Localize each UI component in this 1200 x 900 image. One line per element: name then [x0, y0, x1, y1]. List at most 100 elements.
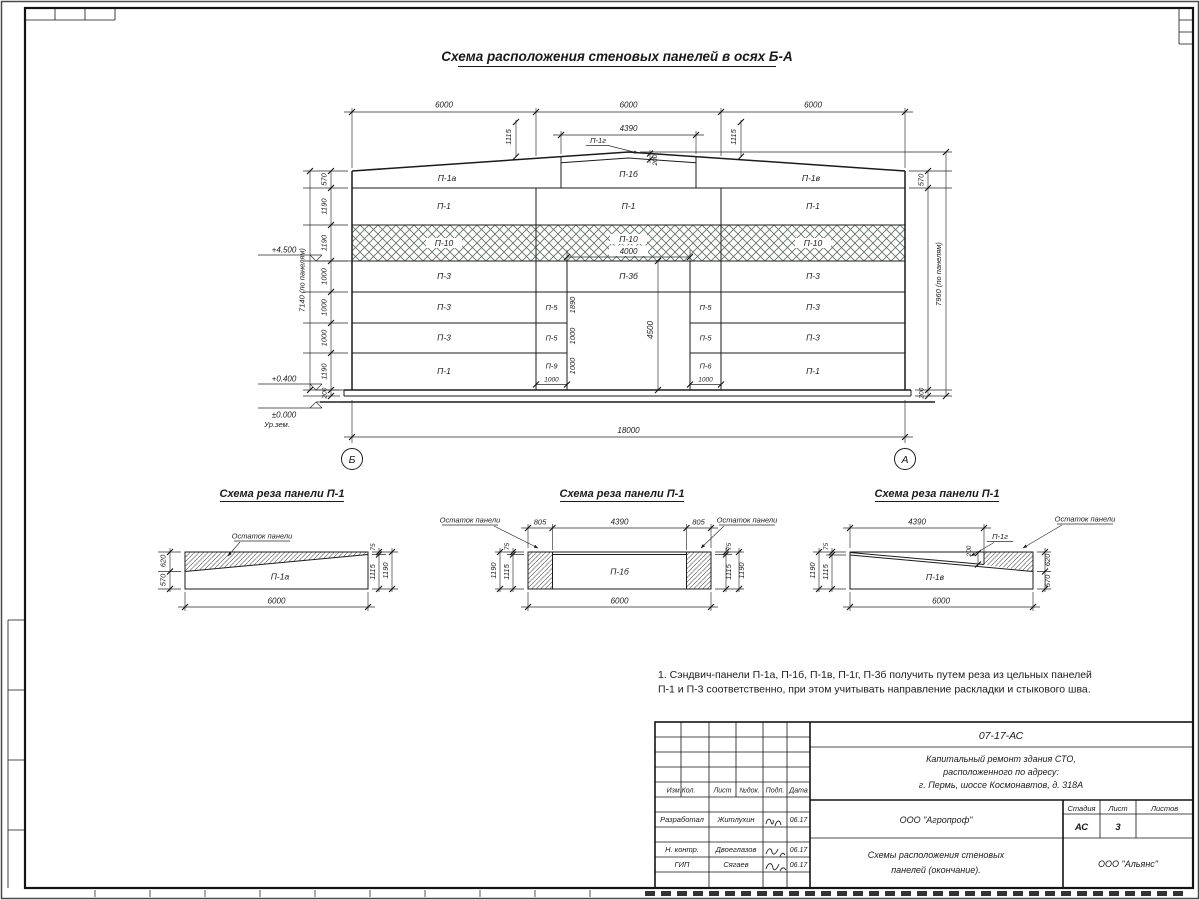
corner-cells-top-right — [1178, 8, 1193, 45]
scheme2-dim-4390: 4390 — [611, 518, 629, 527]
scheme1-remnant-label: Остаток панели — [232, 532, 293, 541]
dim-200-right: 200 — [919, 387, 926, 399]
panel-p1-r1: П-1 — [437, 201, 451, 211]
panel-p3-2l: П-3 — [437, 302, 451, 312]
axis-bubble-a — [894, 448, 916, 470]
tb-role-1: Разработал — [660, 815, 704, 824]
tb-sheet-title-line1: Схемы расположения стеновых — [868, 850, 1005, 860]
scheme2-remnant-left-leader — [493, 525, 539, 549]
tb-name-1: Житлухин — [716, 815, 754, 824]
level-mark-4500-value: +4.500 — [272, 246, 297, 255]
tb-role-3: ГИП — [675, 860, 690, 869]
scheme3-remnant-leader — [1022, 524, 1063, 549]
scheme2-dim-805-left: 805 — [534, 518, 547, 527]
scheme1-dim-1190: 1190 — [381, 562, 390, 579]
bay-lines — [535, 188, 722, 390]
note-line1: 1. Сэндвич-панели П-1а, П-1б, П-1в, П-1г… — [658, 669, 1092, 681]
p10-label-backing — [610, 234, 647, 244]
signature-1 — [765, 818, 782, 827]
tb-header-izm: Изм.Кол. — [667, 788, 696, 795]
scheme3-dim-4390: 4390 — [908, 518, 926, 527]
panel-p5-3l: П-5 — [545, 334, 558, 343]
signature-3 — [765, 863, 787, 872]
panel-p3-3r: П-3 — [806, 333, 820, 343]
panel-row-lines — [352, 187, 905, 354]
main-title: Схема расположения стеновых панелей в ос… — [441, 49, 793, 67]
scheme3-remnant-hatch — [984, 552, 1033, 572]
elevation-drawing: 6000 6000 6000 4390 1115 1115 П-1г 200 П… — [258, 101, 952, 470]
scheme1-panel-outline — [184, 551, 369, 590]
note-line2: П-1 и П-3 соответственно, при этом учиты… — [658, 684, 1091, 696]
scheme2-cut-lines — [552, 552, 687, 589]
plinth-lines — [343, 390, 912, 397]
scheme3-dim-lines — [813, 524, 1051, 611]
panel-p1v: П-1в — [802, 173, 821, 183]
title-block: Изм.Кол. Лист №док. Подп. Дата Разработа… — [654, 721, 1194, 889]
scheme1-dim-75: 75 — [370, 543, 377, 551]
chain-1000b: 1000 — [320, 298, 329, 316]
chain-1190b: 1190 — [320, 234, 329, 251]
panel-p3-1r: П-3 — [806, 271, 820, 281]
scheme2-remnant-left-label: Остаток панели — [440, 516, 501, 525]
scheme1-dim-570: 570 — [159, 573, 168, 586]
dimension-ticks — [306, 108, 950, 441]
scheme3-p1g-label: П-1г — [992, 532, 1008, 541]
panel-p10-3: П-10 — [804, 238, 823, 248]
tb-stage-label: Стадия — [1067, 804, 1095, 813]
dim-1000-b: 1000 — [568, 357, 577, 375]
scheme3-dim-75: 75 — [823, 543, 830, 551]
level-mark-0400-value: +0.400 — [272, 375, 297, 384]
axis-label-b: Б — [349, 454, 356, 466]
margin-cells-left — [7, 619, 25, 888]
dim-1000-a: 1000 — [568, 327, 577, 345]
panel-p9: П-9 — [545, 362, 558, 371]
panel-p5-2r: П-5 — [699, 303, 712, 312]
dim-4500: 4500 — [646, 321, 655, 339]
cut-scheme-1: Схема реза панели П-1 Остаток панели 620… — [158, 488, 398, 611]
tb-name-2: Двоеглазов — [715, 845, 757, 854]
panel-p1-4r: П-1 — [806, 366, 820, 376]
tb-role-2: Н. контр. — [665, 845, 699, 854]
scheme2-remnant-right-label: Остаток панели — [717, 516, 778, 525]
scheme2-panel-label: П-1б — [610, 567, 630, 577]
p10-label-backing — [426, 238, 462, 248]
tb-sheet-title-line2: панелей (окончание). — [891, 865, 981, 875]
label-p1g-elev: П-1г — [590, 136, 606, 145]
tb-sheets-label: Листов — [1150, 804, 1178, 813]
signature-2 — [765, 848, 786, 858]
axis-bubble-b — [341, 448, 363, 470]
level-mark-4500: +4.500 — [258, 246, 352, 262]
frame-border — [23, 6, 1195, 890]
dim-1000-p6: 1000 — [698, 377, 713, 384]
panel-p6: П-6 — [699, 362, 712, 371]
dim-1115-left: 1115 — [504, 128, 513, 144]
panel-p5-2l: П-5 — [545, 303, 558, 312]
door-opening-lines — [566, 261, 691, 390]
scheme2-dim-lines — [495, 524, 744, 611]
tb-header-data: Дата — [788, 788, 808, 795]
title-block-grid — [655, 722, 1193, 888]
level-mark-0000: ±0.000 Ур.зем. — [258, 401, 340, 429]
scheme1-cut-line — [184, 554, 369, 572]
dim-1115-right: 1115 — [729, 128, 738, 144]
ground-level-label: Ур.зем. — [263, 420, 290, 429]
chain-1000c: 1000 — [320, 329, 329, 347]
panel-p1-r2: П-1 — [622, 201, 636, 211]
axis-label-a: А — [900, 454, 908, 466]
page-title: Схема расположения стеновых панелей в ос… — [441, 49, 792, 64]
scheme1-remnant-leader — [227, 541, 241, 557]
scheme2-remnant-right-leader — [700, 525, 725, 549]
scheme3-dim-6000: 6000 — [932, 597, 950, 606]
scheme2-remnant-hatch-left — [528, 552, 553, 589]
chain-570: 570 — [320, 172, 329, 185]
dimension-lines — [309, 111, 947, 438]
scheme2-ticks — [496, 524, 743, 611]
tb-stage-value: АС — [1074, 822, 1088, 833]
scheme3-title: Схема реза панели П-1 — [875, 488, 1000, 500]
tb-project-line2: расположенного по адресу: — [942, 767, 1059, 777]
chain-1190c: 1190 — [320, 363, 329, 380]
chain-200: 200 — [322, 387, 329, 399]
